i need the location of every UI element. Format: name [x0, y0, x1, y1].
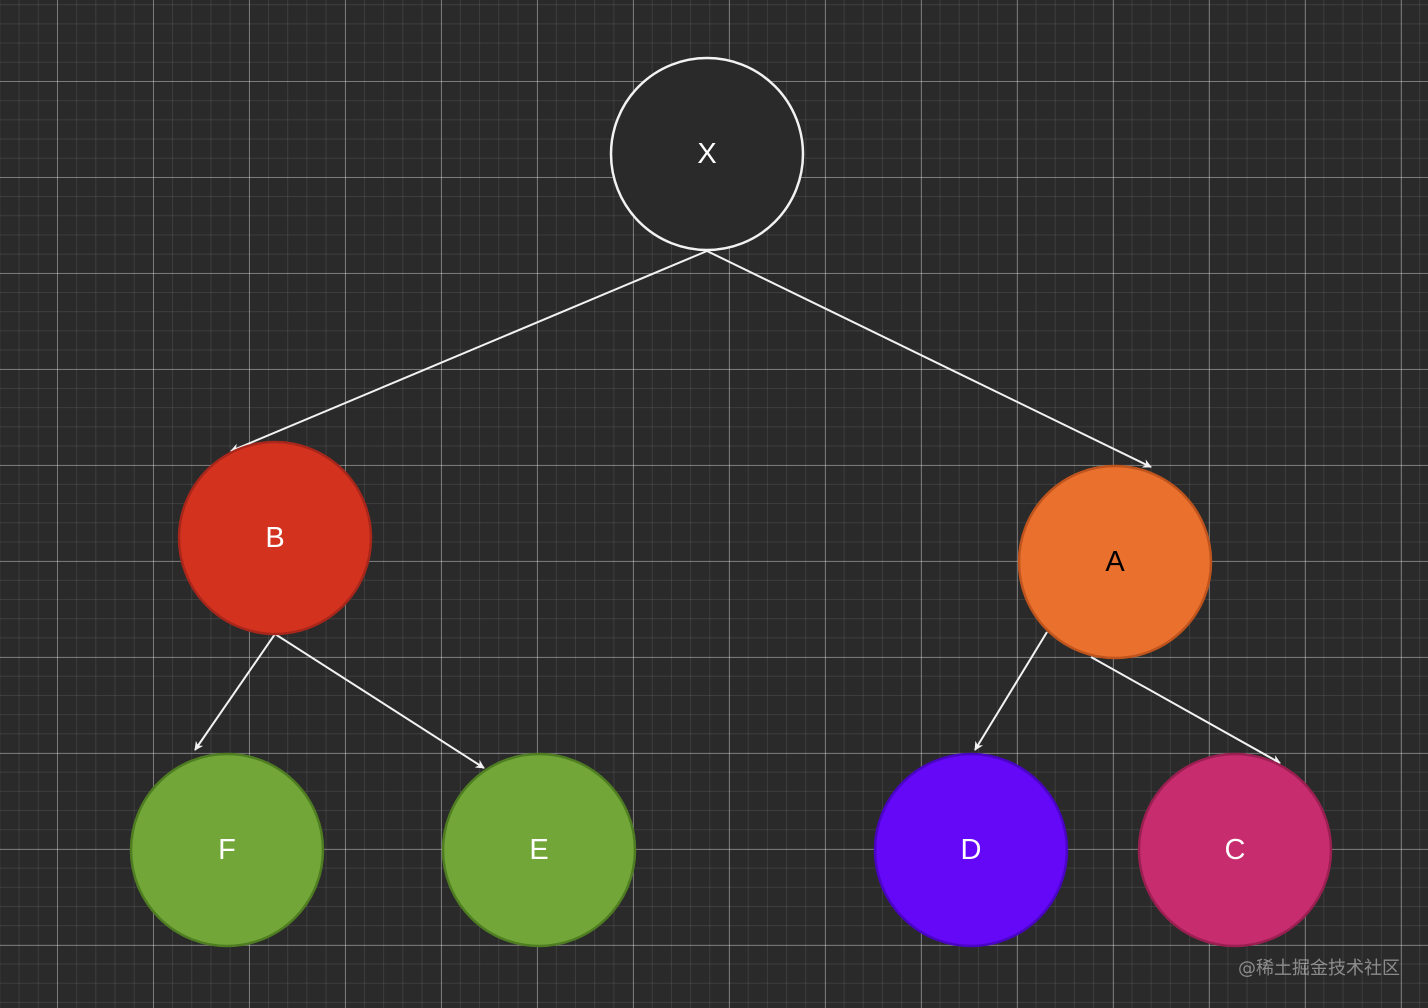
edge-x-to-a [706, 250, 1152, 468]
node-e-circle [441, 752, 637, 948]
node-x-label: X [697, 138, 716, 170]
node-d-circle [873, 752, 1069, 948]
node-b-circle [177, 440, 373, 636]
node-f-circle [129, 752, 325, 948]
node-d-label: D [961, 834, 982, 866]
edge-b-to-e [274, 633, 485, 769]
edge-a-to-d [974, 631, 1048, 751]
node-e-label: E [529, 834, 548, 866]
edge-b-to-f [194, 633, 276, 751]
node-a-label: A [1105, 546, 1125, 578]
node-e: E [441, 752, 637, 948]
node-b-label: B [265, 522, 284, 554]
node-a: A [1017, 464, 1213, 660]
node-a-circle [1017, 464, 1213, 660]
node-c-label: C [1225, 834, 1246, 866]
watermark: @稀土掘金技术社区 [1238, 958, 1400, 979]
node-c-circle [1137, 752, 1333, 948]
edge-a-to-c [1090, 656, 1281, 764]
node-x-circle [609, 56, 805, 252]
node-f: F [129, 752, 325, 948]
edge-x-to-b [230, 250, 708, 453]
node-c: C [1137, 752, 1333, 948]
node-f-label: F [218, 834, 236, 866]
node-b: B [177, 440, 373, 636]
node-x: X [609, 56, 805, 252]
node-d: D [873, 752, 1069, 948]
